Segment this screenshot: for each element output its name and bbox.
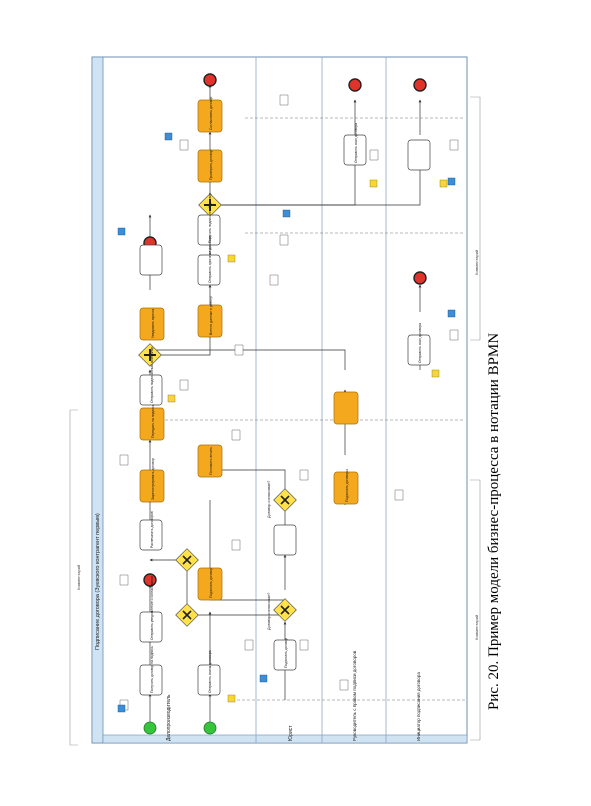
task-label: Подписать договор bbox=[284, 638, 288, 668]
document-icons bbox=[119, 94, 459, 711]
comment-bracket-right2 bbox=[470, 479, 481, 741]
task-label: Поставить печать bbox=[209, 447, 213, 475]
task-label: Передать на подпись bbox=[151, 404, 155, 438]
figure-caption-text: Рис. 20. Пример модели бизнес-процесса в… bbox=[486, 332, 502, 710]
lane-label-lawyer: Юрист bbox=[288, 725, 294, 741]
end-event bbox=[348, 78, 362, 92]
gateway-parallel bbox=[138, 343, 162, 367]
task-orange bbox=[139, 99, 359, 601]
task-label: Внести данные в реестр bbox=[209, 296, 213, 335]
data-store-icons bbox=[117, 132, 456, 713]
gateway-label: Договор согласован? bbox=[267, 593, 271, 630]
gateway-exclusive bbox=[175, 603, 199, 627]
task-label: Проверить договор bbox=[209, 150, 213, 180]
task-label: Отправить подписанный экземпляр bbox=[150, 347, 154, 403]
task-white bbox=[139, 134, 431, 696]
lane-header-strip bbox=[102, 734, 468, 744]
task-label: Согласовать договор bbox=[209, 97, 213, 130]
end-event bbox=[413, 271, 427, 285]
comment-bracket-top bbox=[69, 409, 78, 746]
figure-caption: Рис. 20. Пример модели бизнес-процесса в… bbox=[486, 150, 506, 710]
task-label: Отправить сканы договора bbox=[208, 650, 212, 693]
task-label: Получить договор на подпись bbox=[150, 646, 154, 693]
task-label: Подписать договор bbox=[209, 568, 213, 598]
pool-title-strip bbox=[91, 56, 104, 744]
comment-label-right: Комментарий bbox=[474, 250, 479, 275]
task-label: Отправить скан договора bbox=[418, 323, 422, 363]
end-event bbox=[203, 73, 217, 87]
task-label: Подписать договоры bbox=[345, 469, 349, 502]
gateway-exclusive bbox=[273, 598, 297, 622]
task-label: Зарегистрировать договор bbox=[151, 458, 155, 500]
task-label: Распечатать договоров bbox=[150, 511, 154, 548]
start-event bbox=[203, 721, 217, 735]
task-label: Отправить уведомление о согласовании bbox=[150, 576, 154, 640]
lane-label-head: Руководитель с правом подписи договоров bbox=[352, 650, 357, 741]
start-event bbox=[143, 721, 157, 735]
gateway-label: Договор согласован? bbox=[267, 481, 271, 518]
task-label: Получить подписанный договор bbox=[208, 193, 212, 243]
end-event bbox=[143, 573, 157, 587]
comment-label-top: Комментарий bbox=[76, 565, 81, 590]
task-label: Уведомить юриста bbox=[151, 309, 155, 338]
lane-label-counterparty: Инициатор подписания договора bbox=[416, 672, 421, 741]
pool-title: Подписание договора (Зуевского контраген… bbox=[95, 513, 101, 650]
task-label: Отправить оригинал договора bbox=[208, 235, 212, 283]
comment-label-left: Комментарий bbox=[474, 615, 479, 640]
lane-label-initiator: Делопроизводитель bbox=[166, 694, 172, 741]
end-event bbox=[413, 78, 427, 92]
gateway-parallel bbox=[198, 193, 222, 217]
gateway-exclusive bbox=[175, 548, 199, 572]
comment-bracket-right bbox=[470, 96, 481, 341]
task-label: Отправить скан договора bbox=[354, 123, 358, 163]
gateway-exclusive bbox=[273, 488, 297, 512]
